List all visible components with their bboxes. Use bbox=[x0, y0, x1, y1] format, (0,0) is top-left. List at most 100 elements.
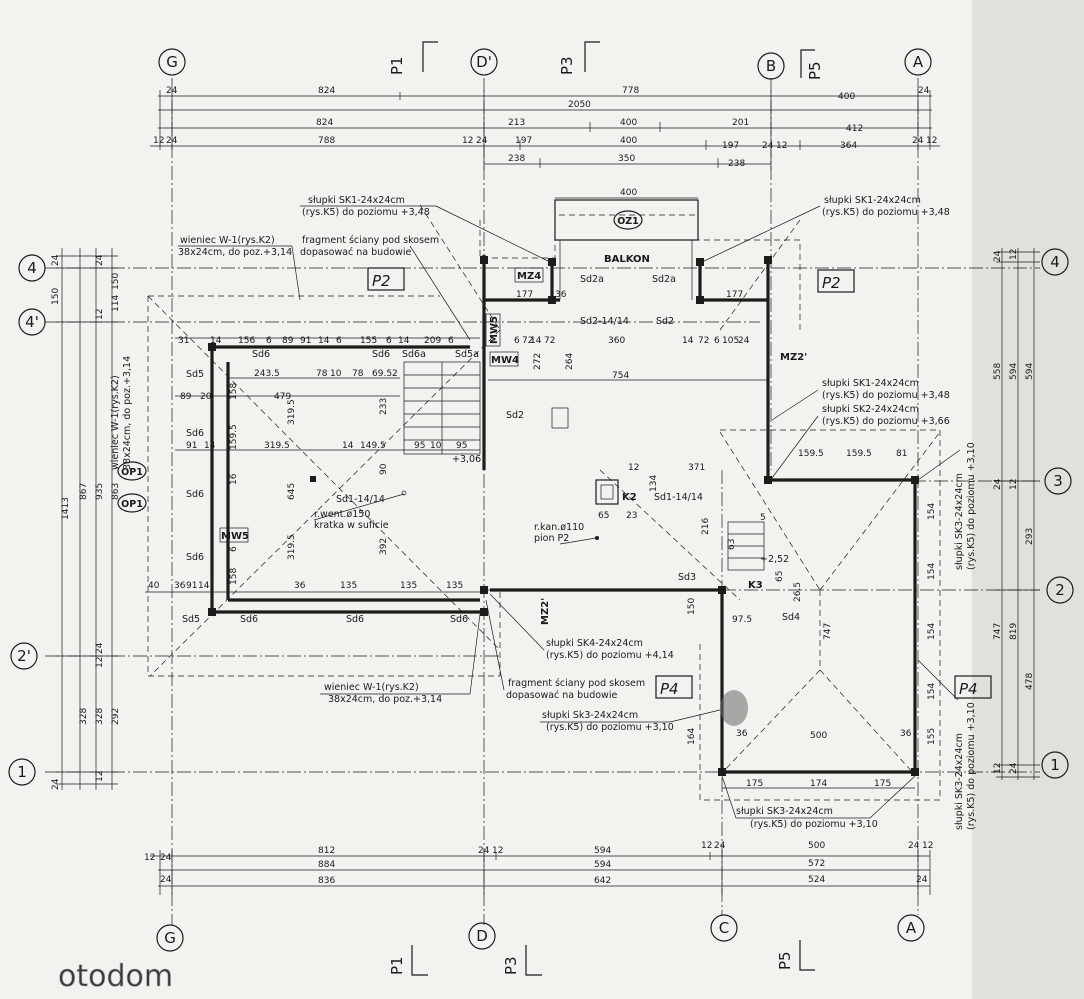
svg-text:90: 90 bbox=[379, 463, 389, 475]
svg-text:24: 24 bbox=[762, 141, 774, 151]
svg-text:400: 400 bbox=[620, 136, 637, 146]
section-mark-p3-bottom: P3 bbox=[502, 945, 542, 976]
svg-text:24: 24 bbox=[166, 136, 178, 146]
svg-text:Sd6: Sd6 bbox=[372, 349, 390, 360]
svg-text:884: 884 bbox=[318, 860, 335, 870]
svg-text:(rys.K5) do poziomu +3,48: (rys.K5) do poziomu +3,48 bbox=[822, 390, 950, 401]
note-wieniec-left: wieniec W-1(rys.K2) 38x24cm, do poz.+3,1… bbox=[110, 356, 133, 470]
op1-bubble-upper: OP1 bbox=[117, 461, 147, 481]
svg-text:788: 788 bbox=[318, 136, 335, 146]
svg-text:4: 4 bbox=[27, 259, 37, 277]
mw5-label-upper: MW5 bbox=[485, 313, 501, 347]
grid-bubble-1-right: 1 bbox=[1041, 751, 1069, 779]
svg-text:36: 36 bbox=[174, 581, 186, 591]
svg-text:78: 78 bbox=[316, 369, 328, 379]
svg-text:23: 23 bbox=[626, 511, 637, 521]
svg-text:89: 89 bbox=[180, 392, 192, 402]
svg-text:(rys.K5) do poziomu +4,14: (rys.K5) do poziomu +4,14 bbox=[546, 650, 674, 661]
svg-text:134: 134 bbox=[649, 475, 659, 492]
svg-text:197: 197 bbox=[722, 141, 739, 151]
svg-text:12: 12 bbox=[462, 136, 473, 146]
grid-bubble-c-bottom: C bbox=[710, 914, 738, 942]
svg-text:293: 293 bbox=[1025, 528, 1035, 545]
svg-text:935: 935 bbox=[95, 483, 105, 500]
svg-text:364: 364 bbox=[840, 141, 857, 151]
note-fragment-bottom: fragment ściany pod skosem dopasować na … bbox=[485, 599, 645, 701]
section-mark-p2-left: P2 bbox=[367, 267, 405, 291]
svg-text:81: 81 bbox=[896, 449, 907, 459]
svg-text:24: 24 bbox=[908, 841, 920, 851]
svg-text:MZ4: MZ4 bbox=[517, 271, 541, 282]
svg-text:65: 65 bbox=[598, 511, 609, 521]
mz4-label: MZ4 bbox=[514, 267, 544, 283]
inner-dims: 31 14 156 6 89 91 14 6 155 6 14 209 6 24… bbox=[145, 290, 937, 789]
dims-right: 558 747 594 819 594 293 478 24 12 24 12 … bbox=[993, 248, 1040, 780]
svg-text:233: 233 bbox=[379, 398, 389, 415]
svg-text:14: 14 bbox=[198, 581, 210, 591]
svg-text:38x24cm, do poz.+3,14: 38x24cm, do poz.+3,14 bbox=[328, 694, 442, 705]
svg-text:36: 36 bbox=[294, 581, 306, 591]
svg-text:594: 594 bbox=[1009, 363, 1019, 380]
svg-text:243.5: 243.5 bbox=[254, 369, 280, 379]
svg-text:wieniec W-1(rys.K2): wieniec W-1(rys.K2) bbox=[180, 235, 275, 246]
svg-text:209: 209 bbox=[424, 336, 441, 346]
svg-text:(rys.K5) do poziomu +3,10: (rys.K5) do poziomu +3,10 bbox=[546, 722, 674, 733]
svg-text:72: 72 bbox=[522, 336, 533, 346]
mz2-prime-label-lower: MZ2' bbox=[540, 598, 551, 625]
svg-text:2': 2' bbox=[17, 647, 31, 665]
svg-text:Sd6: Sd6 bbox=[252, 349, 270, 360]
note-sk3-vertical-top: słupki SK3-24x24cm (rys.K5) do poziomu +… bbox=[917, 442, 977, 570]
svg-text:4': 4' bbox=[25, 313, 39, 331]
svg-text:słupki SK1-24x24cm: słupki SK1-24x24cm bbox=[822, 378, 919, 389]
svg-text:150: 150 bbox=[51, 288, 61, 305]
svg-text:6: 6 bbox=[714, 336, 720, 346]
svg-text:97.5: 97.5 bbox=[732, 615, 752, 625]
svg-text:159.5: 159.5 bbox=[798, 449, 824, 459]
note-sk3-bottom: słupki SK3-24x24cm (rys.K5) do poziomu +… bbox=[721, 775, 916, 830]
svg-text:154: 154 bbox=[927, 683, 937, 700]
svg-text:24: 24 bbox=[1009, 762, 1019, 774]
note-sk4: słupki SK4-24x24cm (rys.K5) do poziomu +… bbox=[489, 593, 674, 661]
svg-text:24: 24 bbox=[993, 250, 1003, 262]
svg-text:(rys.K5) do poziomu +3,48: (rys.K5) do poziomu +3,48 bbox=[822, 207, 950, 218]
svg-text:MW5: MW5 bbox=[489, 316, 500, 344]
watermark-logo: otodom bbox=[58, 959, 173, 994]
svg-text:6: 6 bbox=[266, 336, 272, 346]
svg-text:412: 412 bbox=[846, 124, 863, 134]
grid-bubble-g-bottom: G bbox=[156, 924, 184, 952]
svg-text:24: 24 bbox=[912, 136, 924, 146]
svg-text:164: 164 bbox=[687, 728, 697, 745]
svg-text:słupki SK3-24x24cm: słupki SK3-24x24cm bbox=[954, 733, 965, 830]
section-marks: P1 P3 P5 P1 P3 P5 P2 P2 P4 P4 bbox=[367, 41, 992, 976]
svg-text:40: 40 bbox=[148, 581, 160, 591]
svg-text:135: 135 bbox=[340, 581, 357, 591]
mw5-label-lower: MW5 bbox=[219, 527, 249, 543]
svg-text:P2: P2 bbox=[372, 272, 391, 290]
grid-bubble-4-right: 4 bbox=[1041, 248, 1069, 276]
svg-text:360: 360 bbox=[608, 336, 625, 346]
svg-text:824: 824 bbox=[316, 118, 333, 128]
svg-text:213: 213 bbox=[508, 118, 525, 128]
columns bbox=[208, 256, 919, 776]
svg-text:G: G bbox=[166, 53, 178, 71]
svg-text:A: A bbox=[906, 919, 917, 937]
svg-text:Sd2: Sd2 bbox=[506, 410, 524, 421]
dims-bottom: 12 24 812 24 12 594 12 24 500 24 12 884 … bbox=[144, 841, 933, 895]
svg-text:MZ2': MZ2' bbox=[540, 598, 551, 625]
svg-text:Sd3: Sd3 bbox=[678, 572, 696, 583]
section-mark-p1-top: P1 bbox=[388, 41, 438, 75]
svg-text:12: 12 bbox=[701, 841, 712, 851]
svg-text:Sd6: Sd6 bbox=[186, 428, 204, 439]
svg-text:4: 4 bbox=[1050, 253, 1060, 271]
svg-text:350: 350 bbox=[618, 154, 635, 164]
svg-text:24: 24 bbox=[160, 853, 172, 863]
svg-text:24: 24 bbox=[166, 86, 178, 96]
grid-bubble-1-left: 1 bbox=[8, 758, 36, 786]
svg-text:154: 154 bbox=[927, 623, 937, 640]
op1-bubble-lower: OP1 bbox=[117, 493, 147, 513]
svg-text:78: 78 bbox=[352, 369, 364, 379]
svg-text:292: 292 bbox=[111, 708, 121, 725]
svg-text:(rys.K5) do poziomu +3,10: (rys.K5) do poziomu +3,10 bbox=[750, 819, 878, 830]
note-sk1-mid: słupki SK1-24x24cm (rys.K5) do poziomu +… bbox=[771, 378, 950, 421]
